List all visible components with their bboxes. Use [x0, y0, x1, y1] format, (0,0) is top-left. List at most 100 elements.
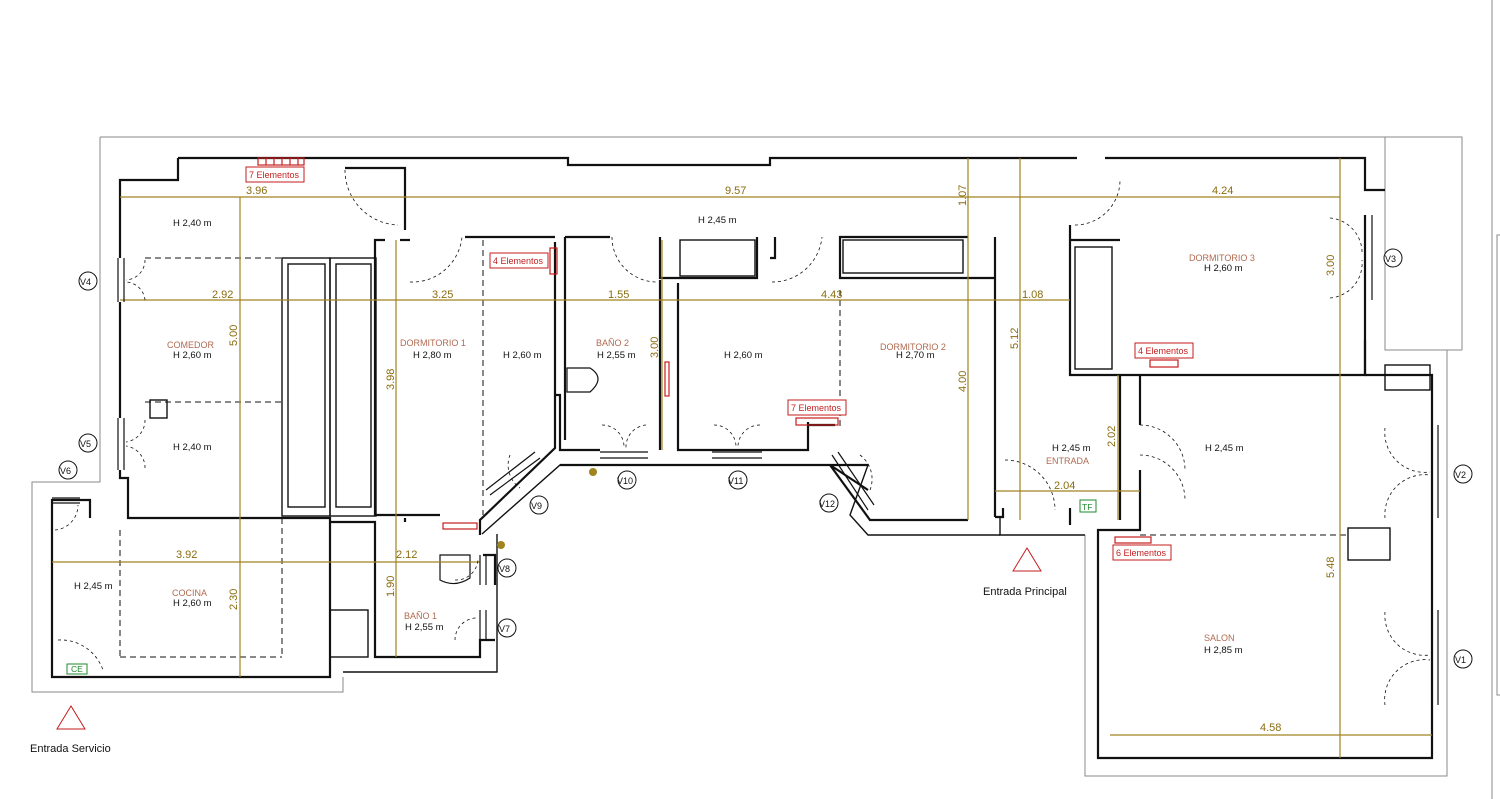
dim-3-98: 3.98 [385, 369, 397, 390]
room-height-comedor: H 2,60 m [173, 350, 212, 361]
height-label-top-left: H 2,40 m [173, 218, 212, 229]
dim-2-30: 2.30 [228, 589, 240, 610]
dim-4-24: 4.24 [1212, 185, 1233, 197]
window-label-v9: V9 [531, 501, 542, 511]
radiator-label-3: 7 Elementos [791, 403, 842, 413]
radiator-label-5: 6 Elementos [1116, 548, 1167, 558]
window-v4[interactable]: V4 [78, 258, 146, 302]
door-swings [57, 169, 1186, 671]
dim-3-96: 3.96 [246, 185, 267, 197]
room-height-dormitorio-3: H 2,60 m [1204, 263, 1243, 274]
window-v9[interactable]: V9 [485, 451, 549, 515]
dim-1-08: 1.08 [1022, 289, 1043, 301]
window-label-v7: V7 [499, 624, 510, 634]
radiator-tag-5: 6 Elementos [1112, 536, 1172, 561]
room-height-dormitorio-2: H 2,70 m [896, 350, 935, 361]
radiators: 7 Elementos 4 Elementos 7 Elementos 4 El… [245, 157, 1194, 561]
window-label-v6: V6 [60, 466, 71, 476]
radiator-label-4: 4 Elementos [1138, 346, 1189, 356]
dim-3-25: 3.25 [432, 289, 453, 301]
window-label-v4: V4 [80, 277, 91, 287]
entrance-triangle-icon [56, 705, 86, 730]
room-name-dormitorio-2: DORMITORIO 2 [880, 342, 946, 352]
room-name-bano-2: BAÑO 2 [596, 338, 629, 348]
window-label-v12: V12 [819, 499, 835, 509]
entrance-service: Entrada Servicio [30, 705, 111, 755]
room-name-cocina: COCINA [172, 588, 207, 598]
window-v2[interactable]: V2 [1384, 425, 1473, 519]
window-v1[interactable]: V1 [1384, 610, 1473, 706]
window-v8[interactable]: V8 [454, 555, 517, 585]
room-name-comedor: COMEDOR [167, 340, 215, 350]
room-height-cocina: H 2,60 m [173, 598, 212, 609]
window-v12[interactable]: V12 [819, 451, 875, 513]
radiator-tag-3: 7 Elementos [787, 399, 847, 426]
room-name-bano-1: BAÑO 1 [404, 611, 437, 621]
entrance-main-label: Entrada Principal [983, 586, 1067, 598]
height-label-hall-right: H 2,45 m [1205, 443, 1244, 454]
window-label-v2: V2 [1455, 470, 1466, 480]
window-label-v11: V11 [728, 476, 743, 486]
radiator-bano-2 [664, 361, 670, 397]
dim-1-90: 1.90 [385, 576, 397, 597]
height-label-left-mid: H 2,40 m [173, 442, 212, 453]
dim-2-12: 2.12 [396, 549, 417, 561]
window-v10[interactable]: V10 [600, 424, 648, 490]
dim-4-58: 4.58 [1260, 722, 1281, 734]
dim-2-92: 2.92 [212, 289, 233, 301]
windows: V1 V2 V3 V4 V5 [52, 215, 1473, 706]
gas-markers [497, 468, 597, 549]
room-height-entrada: H 2,45 m [1052, 443, 1091, 454]
height-label-center-room: H 2,60 m [724, 350, 763, 361]
window-v3[interactable]: V3 [1329, 215, 1403, 300]
entrance-triangle-icon [1012, 547, 1042, 572]
room-height-bano-1: H 2,55 m [405, 622, 444, 633]
radiator-bano-1 [442, 522, 478, 530]
dim-9-57: 9.57 [725, 185, 746, 197]
dim-3-00-bano: 3.00 [649, 337, 661, 358]
dim-4-43: 4.43 [821, 289, 842, 301]
window-v11[interactable]: V11 [712, 424, 762, 490]
dim-3-00-dorm3: 3.00 [1325, 255, 1337, 276]
dim-5-00: 5.00 [228, 325, 240, 346]
dim-4-00: 4.00 [957, 371, 969, 392]
window-label-v10: V10 [617, 476, 633, 486]
meter-label-ce: CE [71, 664, 83, 674]
meter-ce: CE [66, 663, 88, 675]
outer-outline [31, 0, 1500, 799]
room-name-dormitorio-3: DORMITORIO 3 [1189, 253, 1255, 263]
dim-2-04: 2.04 [1054, 480, 1075, 492]
meter-label-tf: TF [1082, 502, 1092, 512]
dim-5-12: 5.12 [1009, 328, 1021, 349]
room-name-dormitorio-1: DORMITORIO 1 [400, 338, 466, 348]
radiator-tag-4: 4 Elementos [1134, 342, 1194, 368]
radiator-tag-2: 4 Elementos [489, 247, 558, 275]
height-label-corridor: H 2,45 m [698, 215, 737, 226]
radiator-label-2: 4 Elementos [493, 256, 544, 266]
dim-1-55: 1.55 [608, 289, 629, 301]
dimension-labels: 3.96 9.57 4.24 2.92 3.25 1.55 4.43 1.08 … [176, 185, 1337, 734]
window-v6[interactable]: V6 [52, 460, 80, 531]
window-label-v3: V3 [1385, 254, 1396, 264]
window-v7[interactable]: V7 [454, 610, 517, 641]
entrance-main: Entrada Principal [983, 547, 1067, 598]
dim-3-92: 3.92 [176, 549, 197, 561]
dim-2-02: 2.02 [1106, 426, 1118, 447]
entrance-service-label: Entrada Servicio [30, 743, 111, 755]
dim-1-07: 1.07 [957, 185, 969, 206]
room-height-dormitorio-1: H 2,80 m [413, 350, 452, 361]
meter-tf: TF [1079, 499, 1097, 513]
dim-5-48: 5.48 [1325, 557, 1337, 578]
dashed-divisions [119, 240, 1348, 658]
dimension-lines [52, 158, 1432, 758]
window-label-v1: V1 [1455, 655, 1466, 665]
room-height-salon: H 2,85 m [1204, 645, 1243, 656]
radiator-tag-1: 7 Elementos [245, 157, 305, 183]
room-labels: COMEDOR H 2,60 m COCINA H 2,60 m DORMITO… [74, 215, 1255, 656]
radiator-label-1: 7 Elementos [249, 170, 300, 180]
height-label-kitchen-side: H 2,45 m [74, 581, 113, 592]
window-label-v5: V5 [80, 439, 91, 449]
height-label-dorm1-closet: H 2,60 m [503, 350, 542, 361]
window-v5[interactable]: V5 [78, 418, 146, 470]
